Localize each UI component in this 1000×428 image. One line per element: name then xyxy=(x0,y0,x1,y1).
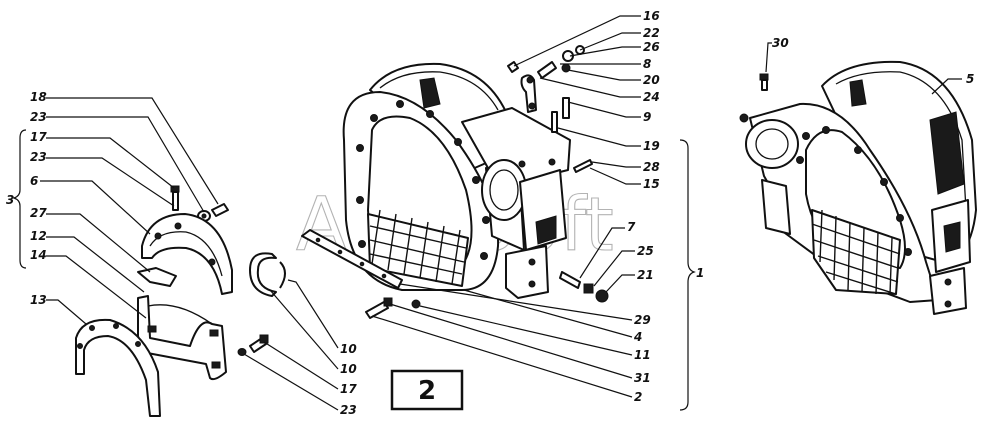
svg-text:22: 22 xyxy=(643,26,660,40)
callout-25: 25 xyxy=(593,244,654,287)
svg-text:2: 2 xyxy=(418,376,436,406)
svg-text:6: 6 xyxy=(30,174,38,188)
svg-text:10: 10 xyxy=(340,362,357,376)
callout-23-b: 23 xyxy=(30,150,175,207)
svg-text:23: 23 xyxy=(30,150,47,164)
gasket-hole xyxy=(381,273,387,279)
svg-text:29: 29 xyxy=(634,313,651,327)
svg-text:4: 4 xyxy=(633,330,642,344)
linkage-parts-top xyxy=(507,45,593,173)
svg-text:5: 5 xyxy=(966,72,974,86)
gasket-27 xyxy=(137,267,177,287)
svg-text:21: 21 xyxy=(637,268,654,282)
label-group-1: 1 xyxy=(696,266,704,280)
bearing-cap-6 xyxy=(141,213,233,295)
callout-30: 30 xyxy=(765,36,789,73)
callout-26: 26 xyxy=(569,40,660,57)
gasket-hole xyxy=(337,249,343,255)
callout-4: 4 xyxy=(463,289,642,344)
callout-31: 31 xyxy=(389,303,651,385)
callout-24: 24 xyxy=(539,77,660,104)
callout-22: 22 xyxy=(579,26,660,51)
svg-text:8: 8 xyxy=(643,57,651,71)
svg-text:16: 16 xyxy=(643,9,660,23)
svg-text:26: 26 xyxy=(643,40,660,54)
callout-18: 18 xyxy=(30,90,219,205)
svg-text:19: 19 xyxy=(643,139,660,153)
callout-5: 5 xyxy=(931,72,974,95)
callout-15: 15 xyxy=(589,167,660,191)
washer-11 xyxy=(411,299,421,309)
bracket-group-1 xyxy=(679,139,696,411)
callout-23-c: 23 xyxy=(243,353,357,417)
svg-text:12: 12 xyxy=(30,229,47,243)
washer-23-and-bolt-18 xyxy=(197,203,229,222)
svg-text:30: 30 xyxy=(772,36,789,50)
figure-number-box: 2 xyxy=(390,369,464,411)
callout-11: 11 xyxy=(419,305,651,362)
svg-text:24: 24 xyxy=(643,90,660,104)
bolt-17-upper xyxy=(170,185,180,211)
svg-text:18: 18 xyxy=(30,90,47,104)
callout-2: 2 xyxy=(371,315,642,404)
callout-21: 21 xyxy=(605,268,654,293)
callout-7: 7 xyxy=(579,220,636,279)
svg-text:31: 31 xyxy=(634,371,651,385)
callout-28: 28 xyxy=(591,160,660,174)
svg-text:9: 9 xyxy=(643,110,651,124)
svg-text:2: 2 xyxy=(634,390,642,404)
svg-text:11: 11 xyxy=(634,348,651,362)
svg-text:14: 14 xyxy=(30,248,47,262)
washer-25 xyxy=(583,283,594,294)
svg-text:17: 17 xyxy=(30,130,47,144)
callout-8: 8 xyxy=(560,57,651,71)
gasket-hole xyxy=(315,237,321,243)
bearing-lower-12-14 xyxy=(137,295,227,381)
callout-23-a: 23 xyxy=(30,110,205,213)
callout-17-a: 17 xyxy=(30,130,175,189)
callout-10-a: 10 xyxy=(287,279,357,356)
svg-text:15: 15 xyxy=(643,177,660,191)
nut-2 xyxy=(383,297,393,307)
svg-text:10: 10 xyxy=(340,342,357,356)
svg-text:13: 13 xyxy=(30,293,47,307)
svg-text:28: 28 xyxy=(643,160,660,174)
callout-9: 9 xyxy=(567,101,651,124)
svg-text:20: 20 xyxy=(643,73,660,87)
callout-16: 16 xyxy=(513,9,660,67)
retaining-ring-10 xyxy=(249,252,277,297)
callout-19: 19 xyxy=(557,127,660,153)
nut-21 xyxy=(595,289,609,303)
svg-text:27: 27 xyxy=(30,206,47,220)
callout-6: 6 xyxy=(30,174,151,235)
retaining-ring-10-inner xyxy=(279,261,286,289)
callout-29: 29 xyxy=(399,283,651,327)
bolt-17-lower xyxy=(249,334,269,353)
svg-text:23: 23 xyxy=(30,110,47,124)
callout-12: 12 xyxy=(30,229,145,293)
callout-27: 27 xyxy=(30,206,151,273)
callout-14: 14 xyxy=(30,248,147,319)
svg-text:17: 17 xyxy=(340,382,357,396)
callout-17-b: 17 xyxy=(263,341,357,396)
bolt-7 xyxy=(559,271,581,289)
callout-13: 13 xyxy=(30,293,87,325)
callout-10-b: 10 xyxy=(269,289,357,376)
svg-text:25: 25 xyxy=(637,244,654,258)
bolt-30 xyxy=(759,73,769,91)
flywheel-housing-center xyxy=(342,62,571,299)
gasket-strip-29 xyxy=(301,229,403,289)
bolt-31 xyxy=(365,301,389,319)
svg-text:23: 23 xyxy=(340,403,357,417)
label-group-3: 3 xyxy=(6,193,14,207)
flywheel-housing-right xyxy=(739,60,977,315)
bracket-group-3 xyxy=(12,129,27,269)
gasket-hole xyxy=(359,261,365,267)
callout-20: 20 xyxy=(567,69,660,87)
washer-23-lower xyxy=(237,348,247,356)
svg-text:7: 7 xyxy=(627,220,636,234)
rear-seal-13 xyxy=(75,318,161,417)
